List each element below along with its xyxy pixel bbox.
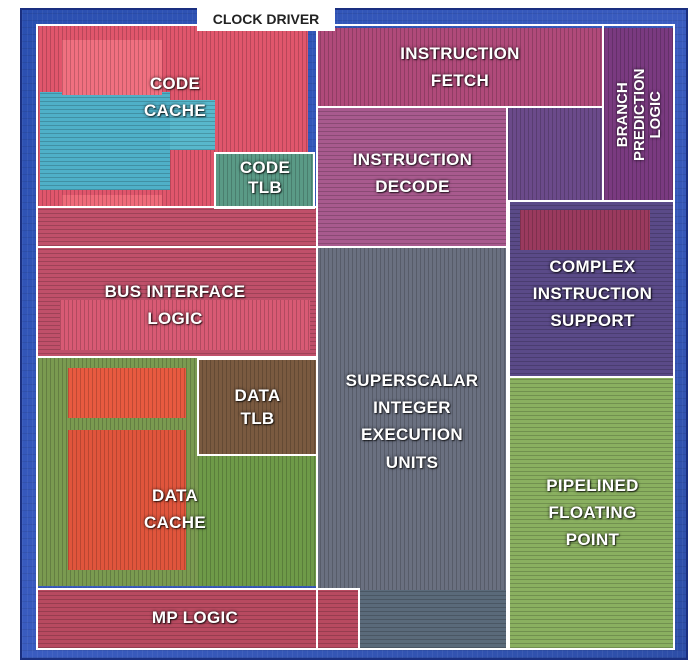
bus-interface-label: BUS INTERFACE LOGIC xyxy=(104,282,246,329)
instruction-fetch-region xyxy=(316,28,606,108)
code-cache-label: CODE CACHE xyxy=(144,74,206,121)
superscalar-region xyxy=(316,248,508,648)
data-cache-orange-2 xyxy=(68,430,186,570)
mp-logic-outline xyxy=(36,588,360,650)
instruction-fetch-label: INSTRUCTION FETCH xyxy=(400,44,520,91)
data-tlb-label: DATA TLB xyxy=(234,386,281,428)
data-tlb-outline xyxy=(197,358,318,456)
branch-prediction-region xyxy=(604,28,674,200)
instruction-decode-label: INSTRUCTION DECODE xyxy=(352,150,473,197)
mp-logic-region xyxy=(38,590,358,648)
floating-point-region xyxy=(508,378,674,648)
clock-driver-label: CLOCK DRIVER xyxy=(197,7,335,31)
code-tlb-outline xyxy=(214,152,315,209)
code-cache-cyan-band-2 xyxy=(170,100,215,150)
floating-point-label: PIPELINED FLOATING POINT xyxy=(546,476,639,550)
complex-instruction-cyan xyxy=(520,210,650,250)
instruction-decode-region xyxy=(318,108,508,248)
code-tlb-region xyxy=(215,153,313,208)
code-cache-cyan-band xyxy=(40,92,170,190)
data-tlb-region xyxy=(198,360,316,456)
complex-instruction-label: COMPLEX INSTRUCTION SUPPORT xyxy=(532,257,653,331)
code-tlb-label: CODE TLB xyxy=(239,158,291,198)
mp-logic-label: MP LOGIC xyxy=(151,608,239,627)
bottom-right-region xyxy=(358,590,508,648)
floating-point-outline xyxy=(508,376,675,650)
code-cache-pink-block xyxy=(62,40,162,95)
data-cache-orange xyxy=(68,368,186,418)
data-cache-right xyxy=(198,456,316,586)
decode-right-region xyxy=(508,108,604,202)
data-cache-label: DATA CACHE xyxy=(144,486,206,533)
branch-prediction-label: BRANCH PREDICTION LOGIC xyxy=(613,68,664,162)
bus-interface-stripe xyxy=(60,300,310,350)
superscalar-label: SUPERSCALAR INTEGER EXECUTION UNITS xyxy=(345,371,479,472)
